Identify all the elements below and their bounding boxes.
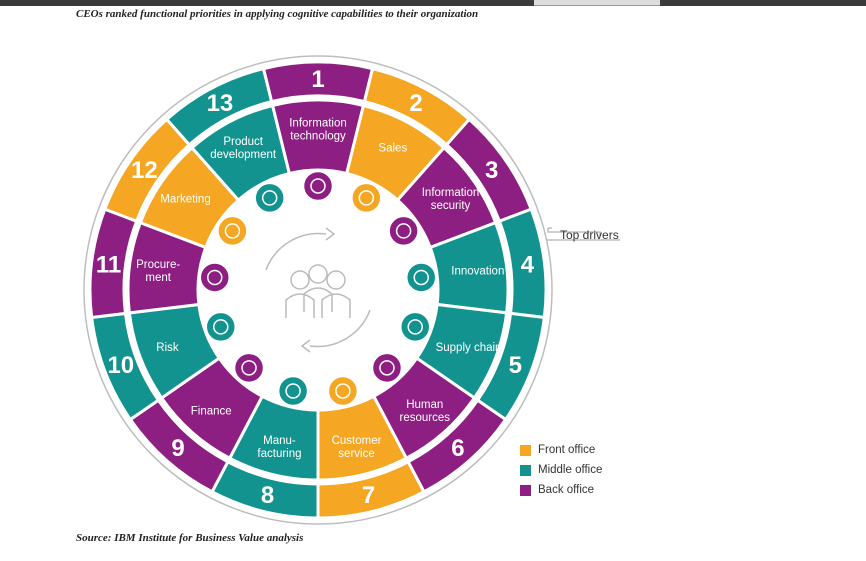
function-label: Supply chain (436, 342, 502, 354)
function-label: Human (406, 399, 443, 411)
cart-icon (198, 261, 232, 294)
robot-arm-icon (276, 374, 310, 408)
legend-item-back: Back office (520, 480, 602, 500)
icon-glyph (358, 190, 375, 206)
legend-item-front: Front office (520, 440, 602, 460)
function-label: Procure- (136, 259, 180, 271)
icon-glyph (310, 178, 326, 194)
icon-glyph (335, 383, 351, 399)
rank-number: 11 (96, 252, 121, 279)
rank-ring-segment (164, 66, 274, 147)
legend-swatch-middle (520, 464, 531, 476)
rank-number: 13 (207, 90, 234, 117)
icon-glyph (379, 360, 395, 376)
person-icon (370, 351, 404, 385)
rank-number: 1 (311, 66, 324, 93)
icon-glyph (407, 319, 423, 335)
rank-number: 12 (131, 157, 158, 184)
legend-label-middle: Middle office (538, 464, 603, 476)
function-label: Information (289, 118, 347, 130)
outer-outline-ring (83, 55, 553, 525)
money-bubble-icon (350, 181, 383, 215)
rank-number: 3 (485, 157, 498, 184)
money-chart-icon (232, 351, 266, 385)
function-label: service (338, 448, 374, 460)
legend-label-back: Back office (538, 484, 595, 496)
rank-number: 6 (451, 435, 464, 462)
arrow-head-icon (300, 339, 311, 353)
top-drivers-label: Top drivers (560, 228, 619, 242)
function-label: ment (145, 272, 171, 284)
icon-glyph (224, 223, 241, 239)
icon-glyph (413, 269, 429, 286)
rank-number: 5 (509, 352, 522, 379)
function-label: Information (422, 187, 480, 199)
people-group-icon (285, 264, 351, 318)
chess-knight-icon (204, 310, 238, 344)
legend-label-front: Front office (538, 444, 596, 456)
icon-glyph (395, 223, 412, 239)
top-drivers-bracket (547, 227, 601, 236)
icon-glyph (285, 383, 301, 399)
icon-glyph (241, 360, 257, 376)
function-label: technology (290, 131, 346, 143)
function-label: Customer (332, 435, 382, 447)
function-label: Finance (191, 406, 232, 418)
truck-icon (398, 310, 432, 344)
gear-icon (253, 181, 286, 215)
window-top-bar (0, 0, 866, 6)
play-icon (216, 214, 249, 248)
icon-glyph (261, 190, 278, 206)
function-label: Innovation (451, 266, 504, 278)
icon-glyph (213, 319, 229, 335)
cycle-arrow-icon (309, 309, 371, 348)
cycle-arrow-icon (265, 232, 327, 271)
window-top-tab (534, 0, 660, 6)
function-label: Manu- (263, 435, 296, 447)
rank-number: 7 (362, 482, 375, 509)
rank-number: 10 (107, 352, 134, 379)
function-label: Sales (378, 142, 407, 154)
legend-swatch-front (520, 444, 531, 456)
headset-icon (326, 374, 360, 408)
legend-swatch-back (520, 484, 531, 496)
function-label: Product (223, 136, 263, 148)
icon-glyph (207, 269, 223, 286)
rank-number: 8 (261, 482, 274, 509)
server-icon (301, 169, 335, 203)
diagram-title: CEOs ranked functional priorities in app… (76, 8, 479, 20)
rank-number: 4 (521, 252, 535, 279)
function-label: Marketing (160, 194, 211, 206)
lock-icon (387, 214, 420, 248)
legend: Front office Middle office Back office (520, 440, 602, 500)
function-label: resources (400, 412, 451, 424)
function-label: facturing (257, 448, 301, 460)
source-note: Source: IBM Institute for Business Value… (76, 532, 304, 544)
arrow-head-icon (325, 227, 336, 241)
function-label: security (431, 200, 471, 212)
function-label: development (210, 149, 277, 161)
legend-item-middle: Middle office (520, 460, 602, 480)
function-label: Risk (156, 342, 179, 354)
rocket-icon (404, 261, 438, 294)
function-segment (189, 103, 292, 203)
rank-number: 9 (171, 435, 184, 462)
rank-number: 2 (409, 90, 422, 117)
center-circle (246, 218, 390, 362)
